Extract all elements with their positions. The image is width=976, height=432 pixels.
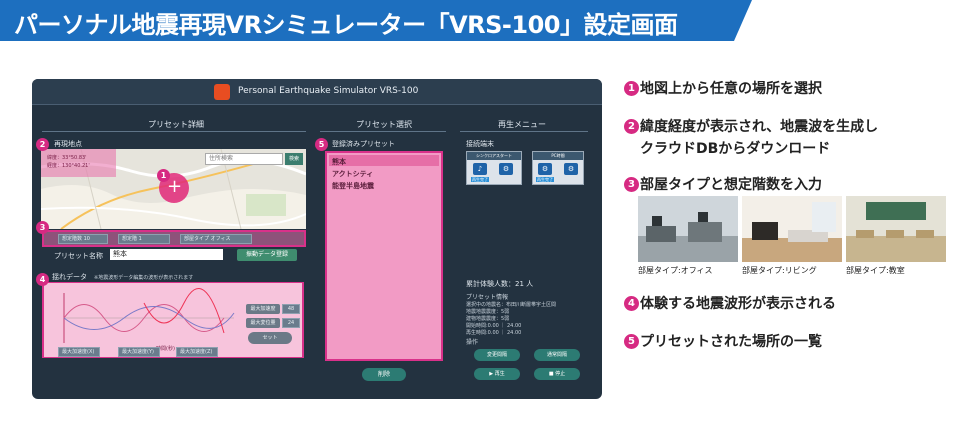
simulator-window: Personal Earthquake Simulator VRS-100 プリ… bbox=[32, 79, 602, 399]
total-experience-label: 累計体験人数：21 人 bbox=[466, 280, 534, 288]
preset-info-line: 地震地震震度：5弱 bbox=[466, 309, 510, 315]
preset-list: 熊本 アクトシティ 能登半島地震 bbox=[325, 151, 443, 361]
coordinate-highlight bbox=[41, 149, 116, 177]
room-type-select[interactable]: 部屋タイプ オフィス bbox=[180, 234, 252, 244]
latitude-text: 緯度：33°50.83' bbox=[47, 155, 87, 161]
play-button[interactable]: ▶ 再生 bbox=[474, 368, 520, 380]
divider bbox=[320, 131, 446, 132]
normal-speed-button[interactable]: 通常間隔 bbox=[534, 349, 580, 361]
terminal-card[interactable]: PC時間 ⚙ ⚙ 再生完了 bbox=[532, 151, 584, 185]
terminal-card[interactable]: シンクロアスタート ♪ ⚙ 再生完了 bbox=[466, 151, 522, 185]
max-displacement-input[interactable]: 24 bbox=[282, 318, 300, 328]
acc-z-field[interactable]: 最大加速度(Z) bbox=[176, 347, 218, 357]
preset-info-line: 開始時間:0.00 ｜ 24.00 bbox=[466, 323, 522, 329]
divider bbox=[42, 131, 306, 132]
max-acceleration-input[interactable]: 48 bbox=[282, 304, 300, 314]
acc-x-field[interactable]: 最大加速度(X) bbox=[58, 347, 100, 357]
room-photo-living bbox=[742, 196, 842, 262]
waveform-chart: 時間(秒) bbox=[44, 283, 302, 357]
app-logo-icon bbox=[214, 84, 230, 100]
terminal-card-title: シンクロアスタート bbox=[467, 152, 521, 160]
app-title: Personal Earthquake Simulator VRS-100 bbox=[238, 86, 419, 96]
headset-icon: ⚙ bbox=[499, 163, 513, 175]
selected-row-highlight bbox=[329, 155, 439, 166]
stop-button[interactable]: ■ 停止 bbox=[534, 368, 580, 380]
speed-change-button[interactable]: 変更間隔 bbox=[474, 349, 520, 361]
operations-label: 操作 bbox=[466, 339, 479, 346]
waveform-section-label: 揺れデータ bbox=[52, 273, 87, 281]
address-search-input[interactable]: 住所検索 bbox=[205, 153, 283, 165]
preset-info-title: プリセット情報 bbox=[466, 294, 509, 301]
preset-info-line: 建物地震震度：5弱 bbox=[466, 316, 510, 322]
register-vibration-button[interactable]: 振動データ登録 bbox=[237, 249, 297, 261]
status-badge: 再生完了 bbox=[471, 177, 489, 182]
page-title: パーソナル地震再現VRシミュレーター「VRS-100」設定画面 bbox=[14, 11, 678, 39]
preset-name-label: プリセット名称 bbox=[54, 252, 103, 260]
divider bbox=[460, 131, 588, 132]
list-item[interactable]: アクトシティ bbox=[332, 170, 374, 178]
map-view[interactable]: 緯度：33°50.83' 経度：130°40.21' 住所検索 検索 + bbox=[41, 149, 306, 229]
floor-field[interactable]: 想定階 1 bbox=[118, 234, 170, 244]
header-banner bbox=[0, 0, 752, 41]
headset-icon: ⚙ bbox=[538, 163, 552, 175]
preset-info-line: 選択中の地震名：布田川断層帯宇土区間 bbox=[466, 302, 557, 308]
preset-info-line: 再生時間:0.00 ｜ 24.00 bbox=[466, 330, 522, 336]
room-caption-classroom: 部屋タイプ:教室 bbox=[846, 266, 905, 275]
longitude-text: 経度：130°40.21' bbox=[47, 163, 90, 169]
room-photo-office bbox=[638, 196, 738, 262]
list-item[interactable]: 熊本 bbox=[332, 158, 346, 166]
callout-badge-4: 4 bbox=[36, 273, 49, 286]
set-button[interactable]: セット bbox=[248, 332, 292, 344]
terminal-label: 接続端末 bbox=[466, 140, 494, 148]
registered-presets-label: 登録済みプリセット bbox=[332, 140, 395, 148]
floor-count-field[interactable]: 想定階数 10 bbox=[58, 234, 108, 244]
waveform-note: ※地震波形データ編集の波形が表示されます bbox=[94, 275, 194, 281]
map-section-label: 再現地点 bbox=[54, 140, 82, 148]
terminal-card-title: PC時間 bbox=[533, 152, 583, 160]
list-item[interactable]: 能登半島地震 bbox=[332, 182, 374, 190]
crosshair-icon: + bbox=[167, 176, 183, 197]
max-displacement-label: 最大変位量 bbox=[246, 318, 280, 328]
panel-title-playback-menu: 再生メニュー bbox=[498, 120, 546, 129]
feature-item-2-line2: クラウドDBからダウンロード bbox=[640, 141, 831, 157]
search-button[interactable]: 検索 bbox=[285, 153, 303, 165]
headset-icon: ♪ bbox=[473, 163, 487, 175]
panel-title-preset-select: プリセット選択 bbox=[356, 120, 412, 129]
status-badge: 再生完了 bbox=[536, 177, 554, 182]
waveform-axis-label: 時間(秒) bbox=[156, 346, 175, 352]
panel-title-preset-detail: プリセット詳細 bbox=[148, 120, 204, 129]
acc-y-field[interactable]: 最大加速度(Y) bbox=[118, 347, 160, 357]
callout-badge-5: 5 bbox=[315, 138, 328, 151]
room-caption-living: 部屋タイプ:リビング bbox=[742, 266, 817, 275]
callout-badge-3: 3 bbox=[36, 221, 49, 234]
delete-button[interactable]: 削除 bbox=[362, 368, 406, 381]
preset-name-input[interactable]: 熊本 bbox=[110, 249, 223, 260]
max-acceleration-label: 最大加速度 bbox=[246, 304, 280, 314]
room-caption-office: 部屋タイプ:オフィス bbox=[638, 266, 713, 275]
headset-icon: ⚙ bbox=[564, 163, 578, 175]
callout-badge-1: 1 bbox=[157, 169, 170, 182]
room-photo-classroom bbox=[846, 196, 946, 262]
app-titlebar bbox=[32, 79, 602, 105]
callout-badge-2: 2 bbox=[36, 138, 49, 151]
